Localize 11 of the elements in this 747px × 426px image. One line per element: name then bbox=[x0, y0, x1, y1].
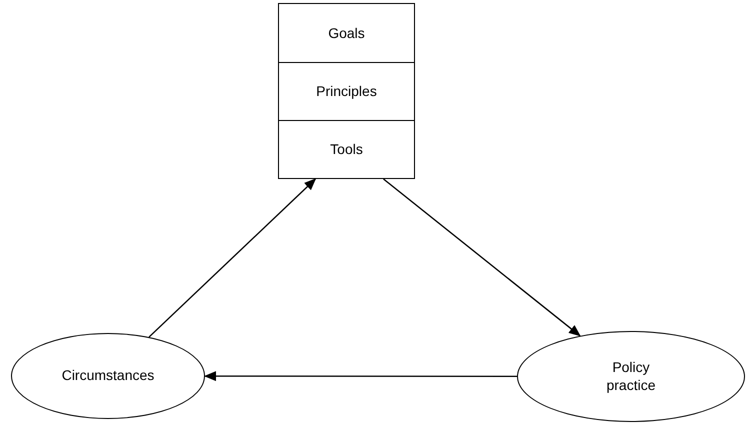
arrow bbox=[148, 178, 316, 338]
arrow bbox=[204, 371, 517, 382]
node-label: Policy practice bbox=[605, 359, 657, 394]
node-label: Circumstances bbox=[62, 367, 154, 385]
stack-box bbox=[278, 62, 415, 122]
arrow bbox=[383, 178, 581, 336]
node-label: Principles bbox=[316, 83, 377, 101]
stack-box bbox=[278, 3, 415, 64]
node-label: Goals bbox=[328, 24, 365, 42]
stack-box bbox=[278, 120, 415, 179]
node-label: Tools bbox=[330, 140, 363, 158]
